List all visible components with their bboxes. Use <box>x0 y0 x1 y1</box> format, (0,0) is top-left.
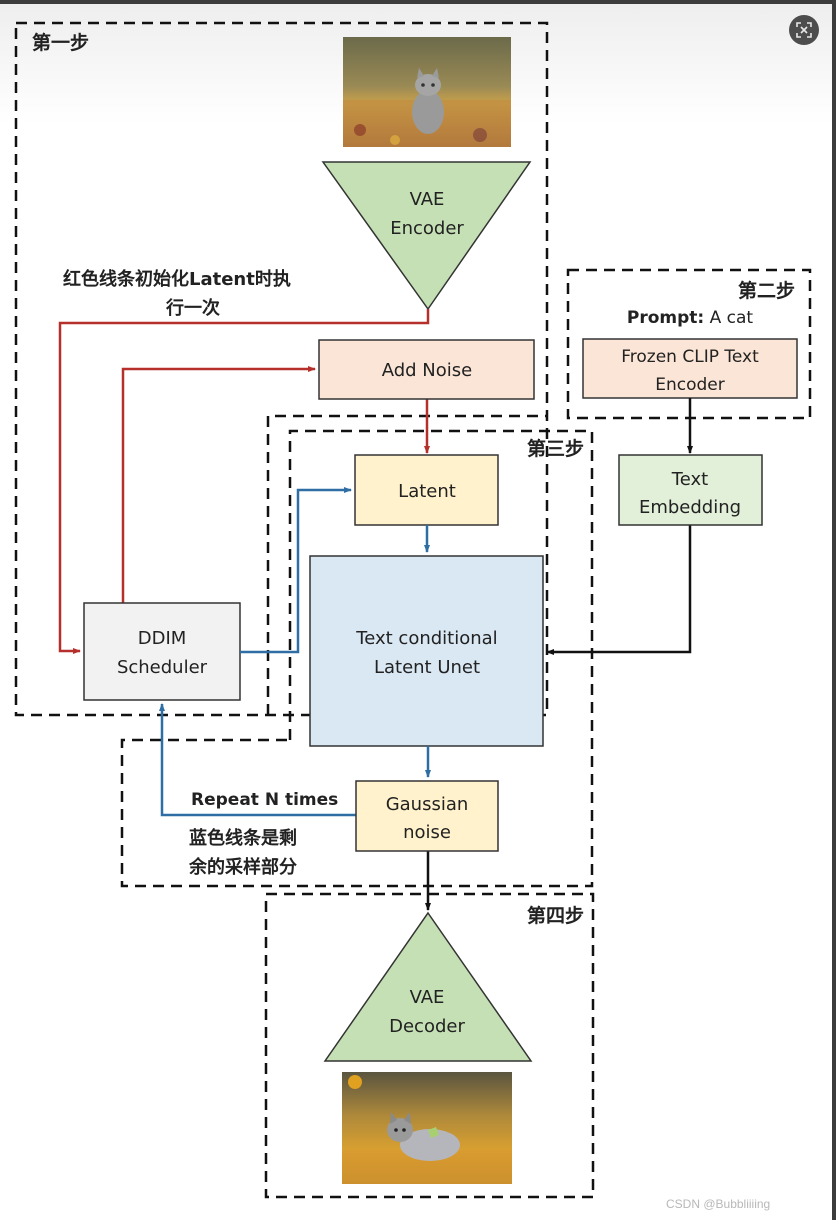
vae-encoder-shape <box>321 161 532 311</box>
latent-unet-box <box>309 555 544 747</box>
ddim-label-2: Scheduler <box>117 657 208 678</box>
step3-label: 第三步 <box>527 437 584 460</box>
vae-encoder-label-2: Encoder <box>390 218 464 239</box>
gaussian-label-2: noise <box>403 822 451 843</box>
black-line-embedding-to-unet <box>546 525 692 655</box>
blue-line-note-1: 蓝色线条是剩 <box>189 827 297 849</box>
add-noise-label: Add Noise <box>382 360 473 381</box>
prompt-label: Prompt: <box>627 308 704 328</box>
watermark: CSDN @Bubbliiiing <box>666 1197 771 1211</box>
unet-label-2: Latent Unet <box>374 657 480 678</box>
latent-label: Latent <box>398 481 456 502</box>
blue-line-ddim-to-latent <box>240 487 352 654</box>
latent-box <box>354 454 499 526</box>
text-embedding-box <box>618 454 763 526</box>
step3-inner-dashed-region <box>120 429 594 888</box>
blue-line-note-2: 余的采样部分 <box>188 856 297 878</box>
step3-dashed-region <box>266 414 547 715</box>
unet-label-1: Text conditional <box>355 628 497 649</box>
ddim-scheduler-box <box>83 602 241 701</box>
vae-decoder-shape <box>323 911 533 1062</box>
vae-encoder-label-1: VAE <box>410 189 445 210</box>
red-line-note-2: 行一次 <box>165 297 220 319</box>
input-cat-image <box>343 37 511 147</box>
text-embedding-label-2: Embedding <box>639 497 741 518</box>
step2-label: 第二步 <box>738 279 795 302</box>
repeat-n-times-label: Repeat N times <box>191 790 338 810</box>
blue-line-gaussian-to-ddim <box>159 703 356 817</box>
text-embedding-label-1: Text <box>671 469 708 490</box>
vae-decoder-label-1: VAE <box>410 987 445 1008</box>
gaussian-label-1: Gaussian <box>386 794 469 815</box>
red-line-encoder-to-ddim <box>58 309 430 654</box>
text-recognition-button[interactable] <box>789 15 819 45</box>
clip-encoder-label-1: Frozen CLIP Text <box>621 347 759 367</box>
clip-encoder-label-2: Encoder <box>655 375 725 395</box>
clip-text-encoder-box <box>582 338 798 399</box>
add-noise-box <box>318 339 535 400</box>
window-top-edge <box>0 0 836 4</box>
text-recognition-icon <box>796 22 812 38</box>
gaussian-noise-box <box>355 780 499 852</box>
ddim-label-1: DDIM <box>138 628 187 649</box>
vae-decoder-label-2: Decoder <box>389 1016 465 1037</box>
step4-dashed-region <box>264 892 595 1199</box>
prompt-text: Prompt: A cat <box>627 308 754 328</box>
prompt-value: A cat <box>704 308 753 328</box>
output-kitten-image <box>342 1072 512 1184</box>
window-right-edge <box>832 0 836 1220</box>
red-line-ddim-to-addnoise <box>121 366 316 603</box>
step4-label: 第四步 <box>527 904 584 927</box>
step1-label: 第一步 <box>32 31 89 54</box>
red-line-note-1: 红色线条初始化Latent时执 <box>63 268 291 290</box>
